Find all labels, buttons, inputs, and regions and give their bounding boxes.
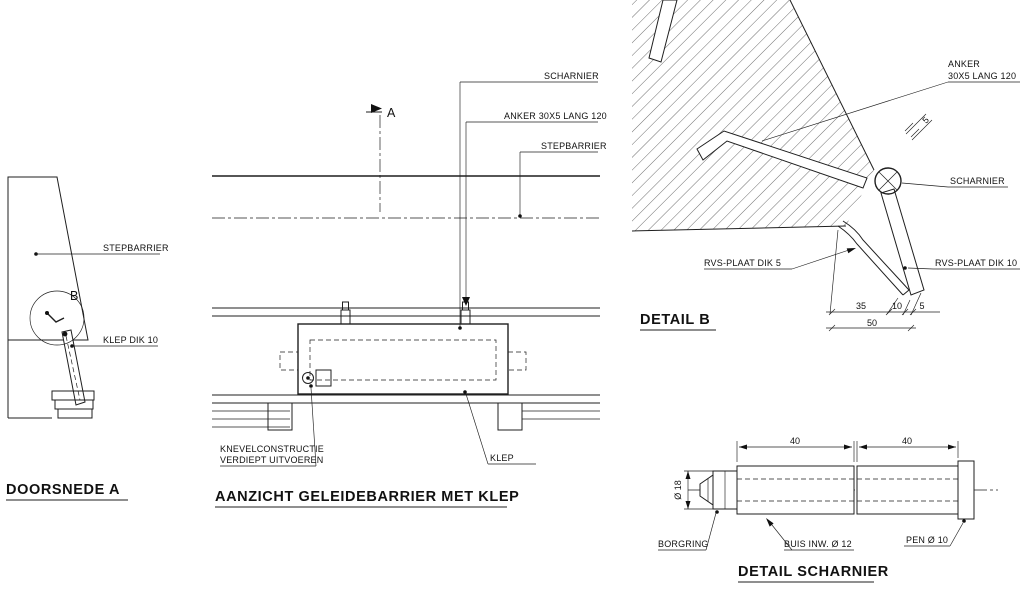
barrier-lines [212,175,600,317]
view-doorsnede-a: B STEPBARRIER KLEP DIK 10 DOORSNEDE A [6,176,169,501]
leader-scharnier-detail: SCHARNIER [901,176,1008,188]
view-aanzicht: A [212,71,607,508]
anchor-slot-notch [648,0,678,63]
leader-plate5: RVS-PLAAT DIK 5 [704,248,856,270]
dim-40-right-text: 40 [902,436,912,446]
anchor-bolt-left [340,301,351,325]
leader-stepbarrier-mid: STEPBARRIER [518,141,607,218]
klep-outline [279,323,527,395]
ground-rails [212,394,600,431]
leader-knevel: KNEVELCONSTRUCTIE VERDIEPT UITVOEREN [220,384,324,467]
anchor-bolt-right [460,301,471,325]
view-detail-b: 5 ANKER 30X5 LANG 120 SCHARNIER RVS-PLAA… [631,0,1020,332]
view-detail-scharnier: 40 40 Ø 18 BORGRING BUIS INW. Ø 12 [658,436,998,583]
plate10-label: RVS-PLAAT DIK 10 [935,258,1017,268]
base-plates [51,390,95,419]
anker-hook-bar [696,130,868,189]
anker-label-mid: ANKER 30X5 LANG 120 [504,111,607,121]
borgring-label: BORGRING [658,539,709,549]
anker-detail-label-line2: 30X5 LANG 120 [948,71,1016,81]
section-marker-a: A [366,104,396,212]
dim-40-left-text: 40 [790,436,800,446]
doorsnede-title: DOORSNEDE A [6,482,128,501]
dim-diameter-text: Ø 18 [673,480,683,500]
knevel-label-line1: KNEVELCONSTRUCTIE [220,444,324,454]
scharnier-label-mid: SCHARNIER [544,71,599,81]
stepbarrier-label-mid: STEPBARRIER [541,141,607,151]
leader-stepbarrier-left: STEPBARRIER [34,243,169,256]
plate5-label: RVS-PLAAT DIK 5 [704,258,781,268]
dim-35: 35 [856,301,866,311]
leader-buis: BUIS INW. Ø 12 [766,518,854,551]
plate-offset-dim-text: 5 [920,115,931,126]
doorsnede-title-text: DOORSNEDE A [6,482,120,498]
dim-40-left: 40 [736,436,855,462]
klep-dik-label: KLEP DIK 10 [103,335,158,345]
knevel-label-line2: VERDIEPT UITVOEREN [220,455,323,465]
klep-side-shape [61,329,86,406]
detail-b-title: DETAIL B [640,312,716,331]
leader-borgring: BORGRING [658,510,719,551]
detail-b-marker-label: B [70,289,78,303]
knevel-construction [302,369,332,387]
leader-klep: KLEP [463,390,536,465]
leader-anker-mid: ANKER 30X5 LANG 120 [462,111,607,306]
stepbarrier-label-left: STEPBARRIER [103,243,169,253]
dim-diameter-18: Ø 18 [673,470,713,510]
aanzicht-title-text: AANZICHT GELEIDEBARRIER MET KLEP [215,489,519,505]
dim-5: 5 [919,301,924,311]
leader-anker-detail: ANKER 30X5 LANG 120 [761,59,1020,142]
leader-plate10: RVS-PLAAT DIK 10 [903,258,1020,270]
rvs-plate-5-shape [837,220,910,296]
hinge-circle [874,167,902,195]
detail-circle-b: B [29,289,85,346]
anker-detail-label-line1: ANKER [948,59,980,69]
wall-section-shape [7,176,89,419]
klep-label: KLEP [490,453,514,463]
detail-scharnier-title: DETAIL SCHARNIER [738,564,889,583]
detail-scharnier-title-text: DETAIL SCHARNIER [738,564,889,580]
leader-pen: PEN Ø 10 [904,519,966,547]
concrete-hatch-shape [631,0,875,232]
bottom-dimensions: 35 10 5 50 [826,229,940,332]
dim-50: 50 [867,318,877,328]
pen-label: PEN Ø 10 [906,535,948,545]
scharnier-detail-label: SCHARNIER [950,176,1005,186]
rvs-plate-10-shape [880,188,925,296]
buis-label: BUIS INW. Ø 12 [784,539,852,549]
plate-offset-dim: 5 [904,113,933,141]
section-a-label: A [387,106,396,120]
aanzicht-title: AANZICHT GELEIDEBARRIER MET KLEP [215,489,519,508]
leader-scharnier-mid: SCHARNIER [458,71,599,330]
detail-b-title-text: DETAIL B [640,312,710,328]
leader-klep-dik: KLEP DIK 10 [70,335,158,348]
dim-10: 10 [892,301,902,311]
hinge-body [699,460,975,520]
dim-40-right: 40 [856,436,959,462]
